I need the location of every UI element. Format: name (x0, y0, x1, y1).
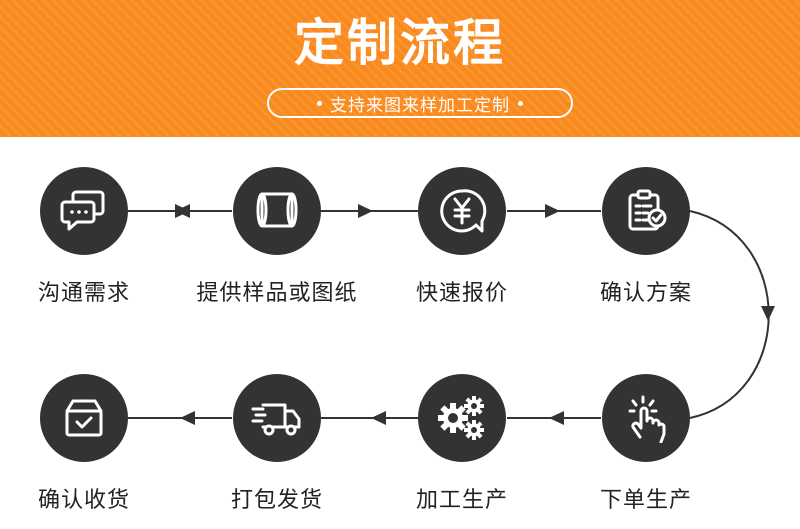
step-provide-samples: 提供样品或图纸 (187, 167, 367, 307)
step-confirm-plan: 确认方案 (556, 167, 736, 307)
step-manufacturing: 加工生产 (372, 374, 552, 514)
subtitle-badge: 支持来图来样加工定制 (267, 88, 573, 118)
subtitle-text: 支持来图来样加工定制 (330, 95, 510, 116)
step-label: 提供样品或图纸 (196, 281, 358, 306)
bullet-dot-right (518, 100, 523, 106)
tap-hand-icon (621, 393, 671, 443)
step-circle (40, 374, 128, 462)
header-banner: 定制流程 支持来图来样加工定制 (0, 0, 800, 137)
arrowhead-right-1b (175, 204, 190, 218)
arrowhead-left-7 (180, 411, 195, 425)
drawing-scroll-icon (252, 186, 302, 236)
step-communicate: 沟通需求 (0, 167, 174, 307)
gears-icon (434, 390, 490, 446)
delivery-truck-icon (249, 393, 305, 443)
step-circle (602, 374, 690, 462)
step-label: 沟通需求 (37, 281, 130, 306)
step-pack-ship: 打包发货 (187, 374, 367, 514)
step-label: 加工生产 (415, 488, 508, 513)
step-circle (418, 374, 506, 462)
arrowhead-right-3 (545, 204, 560, 218)
arrowhead-left-5 (549, 411, 564, 425)
step-label: 下单生产 (599, 488, 692, 513)
step-label: 确认方案 (599, 281, 692, 306)
step-circle (40, 167, 128, 255)
step-quick-quote: 快速报价 (372, 167, 552, 307)
yuan-price-icon (436, 185, 488, 237)
step-label: 快速报价 (415, 281, 508, 306)
step-circle (233, 374, 321, 462)
chat-icon (59, 186, 109, 236)
step-circle (602, 167, 690, 255)
step-circle (418, 167, 506, 255)
step-circle (233, 167, 321, 255)
clipboard-check-icon (621, 186, 671, 236)
step-confirm-receipt: 确认收货 (0, 374, 174, 514)
step-label: 打包发货 (230, 488, 323, 513)
bullet-dot-left (317, 100, 322, 106)
arrowhead-right-2 (358, 204, 373, 218)
arrowhead-down-curve (761, 306, 775, 321)
arrowhead-left-6 (371, 411, 386, 425)
box-check-icon (59, 393, 109, 443)
step-label: 确认收货 (37, 488, 130, 513)
step-place-order: 下单生产 (556, 374, 736, 514)
page-title: 定制流程 (294, 14, 506, 72)
